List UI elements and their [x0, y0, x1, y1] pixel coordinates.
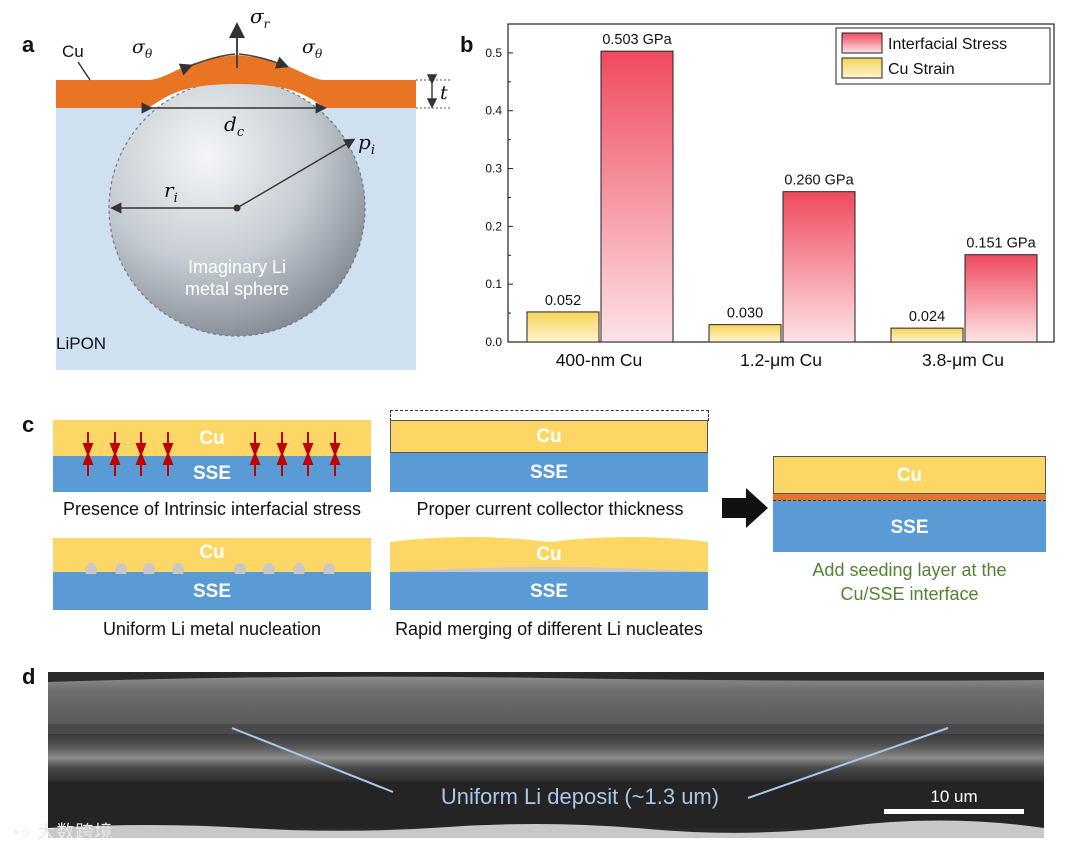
watermark-icon: ◔○ [10, 825, 32, 842]
c2-caption: Proper current collector thickness [416, 499, 684, 519]
c4-caption: Rapid merging of different Li nucleates [395, 619, 703, 639]
legend-swatch [841, 32, 883, 54]
c4-layers [390, 537, 708, 610]
sphere-caption: Imaginary Li metal sphere [184, 257, 290, 299]
sem-annotation: Uniform Li deposit (~1.3 um) [440, 784, 720, 809]
bar-interfacial-stress [964, 254, 1038, 343]
watermark: ◔○ 大数跨境 [10, 822, 114, 842]
bar-interfacial-stress [782, 191, 856, 343]
lipon-label: LiPON [56, 334, 107, 353]
panel-b-chart: 0.0 0.1 0.2 0.3 0.4 0.5 0.052 0.503 GPa 400-nm C… [485, 23, 1055, 370]
stress-arrow-pair [249, 432, 261, 476]
panel-c-label: c [22, 412, 35, 437]
y-tick-label: 0.0 [485, 335, 502, 349]
c1-sse-layer [53, 456, 371, 492]
x-tick-label: 3.8-μm Cu [922, 350, 1004, 370]
legend-label: Interfacial Stress [888, 36, 1007, 53]
stress-arrow-pair [329, 432, 341, 476]
stress-arrow-pair [82, 432, 94, 476]
scale-bar [884, 809, 1024, 814]
y-tick-label: 0.1 [485, 277, 502, 291]
data-label: 0.503 GPa [602, 32, 672, 48]
c2-sse-text: SSE [529, 462, 569, 483]
c4-sse-text: SSE [529, 581, 569, 602]
t-label: t [440, 82, 448, 104]
y-tick-label: 0.4 [485, 104, 502, 118]
cu-label-a: Cu [62, 42, 84, 61]
stress-arrow-pair [276, 432, 288, 476]
panel-d-label: d [22, 664, 36, 689]
result-cu-layer [773, 456, 1046, 494]
li-nuclei [85, 563, 335, 574]
panel-a-label: a [22, 32, 35, 57]
y-tick-label: 0.3 [485, 162, 502, 176]
cu-film [56, 55, 416, 108]
c1-cu-layer [53, 420, 371, 456]
panel-a-diagram [56, 22, 450, 370]
sigma-theta-right-label: σθ [302, 36, 323, 61]
data-label: 0.024 [909, 309, 945, 325]
scale-label: 10 um [930, 787, 978, 806]
data-label: 0.151 GPa [966, 236, 1036, 252]
data-label: 0.030 [727, 306, 763, 322]
c4-cu-text: Cu [536, 544, 562, 565]
stress-arrow-pair [162, 432, 174, 476]
c2-extra-thickness [390, 410, 709, 421]
x-tick-label: 400-nm Cu [556, 350, 643, 370]
c1-sse-text: SSE [192, 463, 232, 484]
seeding-layer [773, 494, 1046, 501]
stress-arrow-pair [302, 432, 314, 476]
result-sse-text: SSE [890, 517, 929, 538]
pi-label: pi [358, 130, 375, 158]
panel-b-label: b [460, 32, 474, 57]
stress-arrow-pair [135, 432, 147, 476]
data-label: 0.052 [545, 293, 581, 309]
bar-cu-strain [526, 311, 600, 343]
y-tick-label: 0.5 [485, 46, 502, 60]
result-cu-text: Cu [896, 465, 923, 486]
c2-sse-layer [390, 453, 708, 492]
c1-caption: Presence of Intrinsic interfacial stress [62, 499, 362, 519]
c3-cu-layer [53, 538, 371, 572]
dc-label: dc [224, 112, 245, 140]
c3-sse-text: SSE [192, 581, 232, 602]
y-tick-label: 0.2 [485, 219, 502, 233]
sigma-theta-left-label: σθ [132, 36, 153, 61]
c3-caption: Uniform Li metal nucleation [102, 619, 322, 639]
result-arrow-icon [722, 488, 768, 528]
stress-arrows [82, 432, 341, 476]
bar-cu-strain [708, 324, 782, 343]
legend-label: Cu Strain [888, 61, 955, 78]
c3-sse-layer [53, 572, 371, 610]
c2-cu-text: Cu [536, 426, 562, 447]
ri-label: ri [164, 178, 178, 206]
bar-cu-strain [890, 327, 964, 343]
legend-swatch [841, 57, 883, 79]
stress-arrow-pair [109, 432, 121, 476]
sigma-r-label: σr [250, 4, 270, 31]
c3-cu-text: Cu [199, 542, 225, 563]
result-caption: Add seeding layer at the Cu/SSE interfac… [812, 560, 1007, 604]
data-label: 0.260 GPa [784, 173, 854, 189]
c1-cu-text: Cu [199, 428, 225, 449]
c2-cu-layer [390, 420, 708, 453]
sem-image [48, 672, 1044, 838]
x-tick-label: 1.2-μm Cu [740, 350, 822, 370]
bar-interfacial-stress [600, 50, 674, 343]
result-sse-layer [773, 501, 1046, 552]
